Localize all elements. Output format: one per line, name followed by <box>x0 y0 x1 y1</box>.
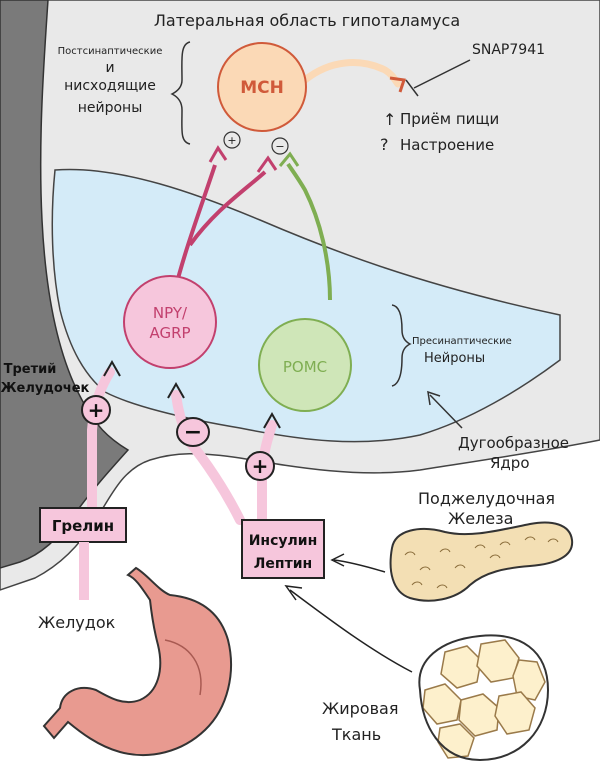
insulin-inhibit-head <box>167 381 185 399</box>
postsynaptic-label-1: Постсинаптические <box>58 46 163 57</box>
adipose-to-hormones-arrow <box>289 589 413 673</box>
arcuate-pointer <box>429 394 463 429</box>
ghrelin-excitatory-marker <box>81 395 111 425</box>
pancreas-texture <box>404 536 559 589</box>
food-intake-arrow: ↑ <box>383 110 396 129</box>
fat-label-1: Жировая <box>322 699 398 718</box>
mch-excitatory-sign: + <box>227 134 236 147</box>
insulin-excitatory-marker <box>245 451 275 481</box>
postsynaptic-label-4: нейроны <box>78 100 143 116</box>
arcuate-label-2: Ядро <box>490 454 530 472</box>
ghrelin-label: Грелин <box>52 517 114 535</box>
presynaptic-label-1: Пресинаптические <box>412 336 512 347</box>
pancreas-label-2: Железа <box>448 509 513 528</box>
leptin-label: Лептин <box>254 556 312 572</box>
adipose-cell-outlines <box>418 634 550 762</box>
mch-excitatory-receptor <box>223 131 241 149</box>
third-ventricle-label-2: Желудочек <box>1 381 90 396</box>
mch-neuron <box>217 42 307 132</box>
npy-label-2: AGRP <box>149 324 190 342</box>
arcuate-nucleus-region <box>51 168 561 443</box>
adipose-tissue <box>422 639 546 759</box>
mood-label: Настроение <box>400 136 494 154</box>
npy-axon-terminal-1 <box>208 145 228 163</box>
lateral-area-label: Латеральная область гипоталамуса <box>154 11 460 30</box>
pomc-axon <box>286 162 332 301</box>
pancreas-organ <box>389 521 574 602</box>
fat-label-2: Ткань <box>331 725 381 744</box>
pancreas-label-1: Поджелудочная <box>418 489 555 508</box>
mch-label: MCH <box>240 78 284 98</box>
pancreas-arrow-head <box>330 553 345 567</box>
stomach-fold <box>164 639 202 696</box>
arcuate-pointer-head <box>427 390 441 406</box>
mood-question-mark: ? <box>380 135 389 154</box>
insulin-plus-sign: + <box>252 454 269 478</box>
pancreas-to-hormones-arrow <box>333 559 386 573</box>
postsynaptic-brace <box>170 41 191 145</box>
presynaptic-brace <box>391 304 412 387</box>
food-intake-label: Приём пищи <box>400 110 499 128</box>
postsynaptic-label-2: и <box>105 60 114 76</box>
stomach-label: Желудок <box>38 613 116 632</box>
adipose-arrow-head <box>284 585 303 601</box>
npy-label-1: NPY/ <box>153 304 188 322</box>
ghrelin-plus-sign: + <box>88 398 105 422</box>
insulin-leptin-box <box>241 519 325 579</box>
npy-agrp-neuron <box>123 275 217 369</box>
insulin-minus-sign: − <box>184 420 202 445</box>
postsynaptic-label-3: нисходящие <box>64 78 156 94</box>
arcuate-label-1: Дугообразное <box>458 434 569 452</box>
npy-axon-branch <box>188 170 267 247</box>
insulin-excite-head <box>263 411 281 429</box>
stomach-organ <box>42 566 232 756</box>
insulin-label: Инсулин <box>249 533 318 549</box>
presynaptic-label-2: Нейроны <box>424 351 485 366</box>
pomc-axon-terminal <box>278 151 300 167</box>
ghrelin-arrow-head <box>103 359 121 377</box>
mch-axon-terminal <box>389 76 406 93</box>
pomc-label: POMC <box>283 358 327 376</box>
snap7941-label: SNAP7941 <box>472 42 545 58</box>
snap-inhibition-bar <box>405 79 419 97</box>
npy-axon-terminal-2 <box>256 155 278 173</box>
mch-inhibitory-sign: − <box>275 140 284 153</box>
mch-inhibitory-receptor <box>271 137 289 155</box>
snap-inhibition-line <box>413 59 471 89</box>
third-ventricle-label-1: Третий <box>4 362 57 377</box>
insulin-inhibitory-marker <box>176 417 210 447</box>
pomc-neuron <box>258 318 352 412</box>
